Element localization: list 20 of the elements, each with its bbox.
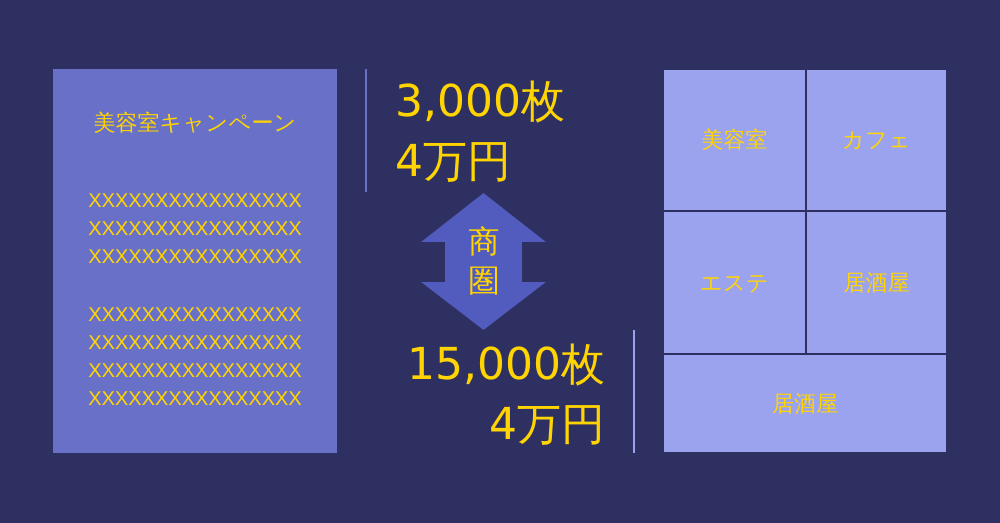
figure-text: 15,000枚 — [407, 338, 605, 392]
grid-cell — [663, 354, 947, 453]
figure-text: 4万円 — [395, 135, 511, 189]
placeholder-text: XXXXXXXXXXXXXXXX XXXXXXXXXXXXXXXX XXXXXXXXXXXXXXXX — [87, 189, 303, 270]
card — [53, 69, 337, 453]
grid-cell — [806, 69, 947, 211]
placeholder-text: XXXXXXXXXXXXXXXX XXXXXXXXXXXXXXXX XXXXXXXXXXXXXXXX XXXXXXXXXXXXXXXX — [87, 303, 303, 412]
grid-cell — [663, 211, 806, 354]
figure-text: 4万円 — [489, 398, 605, 452]
grid-cell — [806, 211, 947, 354]
figure-text: 3,000枚 — [395, 75, 565, 129]
card-title: 美容室キャンペーン — [92, 110, 298, 138]
cell-label: 居酒屋 — [844, 270, 910, 298]
cell-label: 美容室 — [702, 127, 768, 155]
double-arrow — [421, 193, 546, 330]
arrow-label: 商圏 — [468, 223, 500, 301]
cell-label: 居酒屋 — [772, 390, 838, 418]
cell-label: カフェ — [842, 127, 911, 155]
cell-label: エステ — [700, 270, 769, 298]
grid-cell — [663, 69, 806, 211]
